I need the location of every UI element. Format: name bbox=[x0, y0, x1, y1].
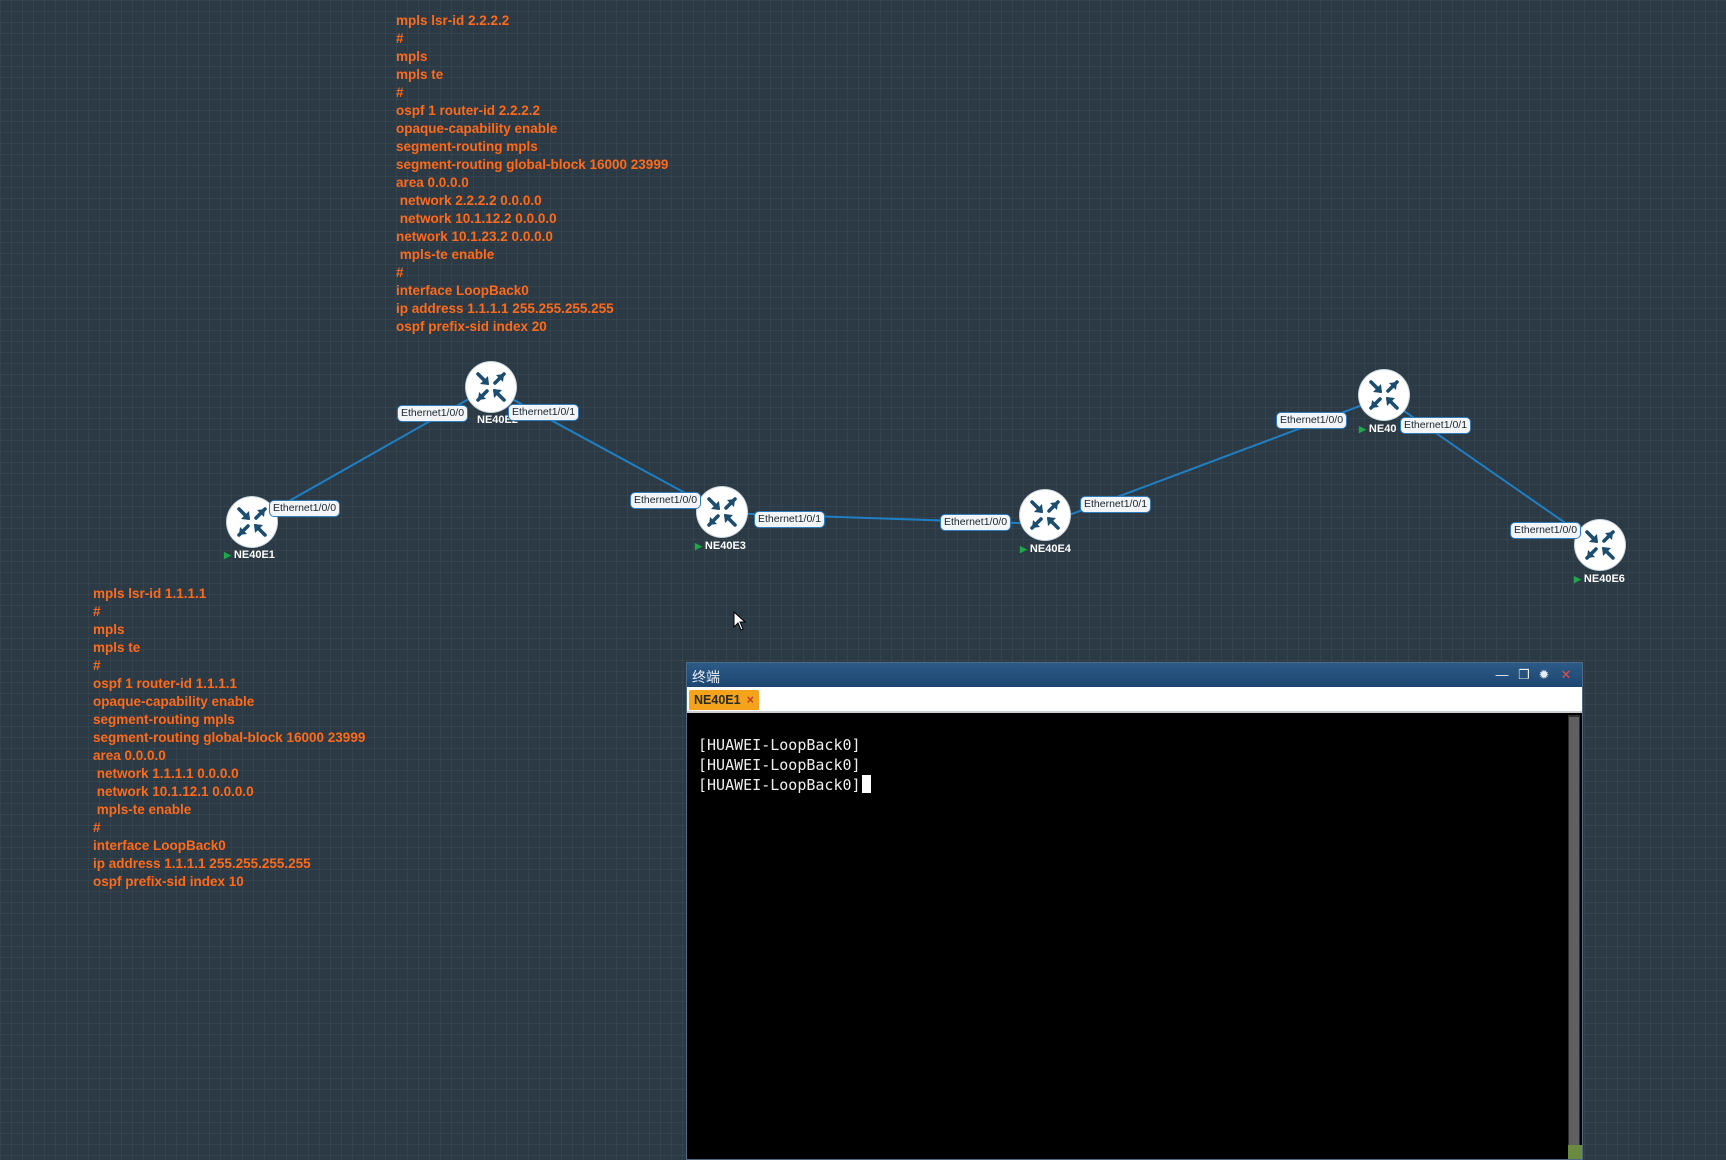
router-icon bbox=[476, 372, 506, 402]
terminal-scrollbar[interactable] bbox=[1568, 715, 1580, 1157]
config-line: interface LoopBack0 bbox=[396, 283, 529, 298]
device-name: NE40E2 bbox=[477, 414, 518, 426]
settings-icon[interactable]: ✹ bbox=[1538, 667, 1550, 682]
router-ne40e5[interactable] bbox=[1359, 370, 1409, 420]
config-line: # bbox=[396, 85, 404, 100]
config-line: # bbox=[93, 658, 101, 673]
terminal-window[interactable]: 终端 — ❐ ✹ ✕ NE40E1 × [HUAWEI-LoopBack0] [H… bbox=[686, 662, 1583, 1160]
minimize-icon[interactable]: — bbox=[1495, 667, 1509, 682]
terminal-tabbar: NE40E1 × bbox=[687, 687, 1582, 713]
device-label-ne40e5[interactable]: ▶NE40 bbox=[1359, 423, 1396, 435]
device-label-ne40e4[interactable]: ▶NE40E4 bbox=[1020, 543, 1071, 555]
running-icon: ▶ bbox=[1359, 424, 1366, 434]
config-line: ospf 1 router-id 2.2.2.2 bbox=[396, 103, 541, 118]
config-line: mpls te bbox=[93, 640, 141, 655]
config-line: mpls bbox=[93, 622, 125, 637]
port-label-e2-eth1[interactable]: Ethernet1/0/1 bbox=[508, 404, 580, 421]
config-line: segment-routing mpls bbox=[93, 712, 235, 727]
router-icon bbox=[707, 497, 737, 527]
device-name: NE40E6 bbox=[1583, 573, 1625, 585]
config-line: network 10.1.12.2 0.0.0.0 bbox=[396, 211, 557, 226]
device-name: NE40E1 bbox=[233, 549, 275, 561]
device-label-ne40e2[interactable]: NE40E2 bbox=[477, 414, 518, 426]
config-line: # bbox=[93, 820, 101, 835]
config-line: ip address 1.1.1.1 255.255.255.255 bbox=[93, 856, 311, 871]
router-ne40e2[interactable] bbox=[466, 362, 516, 412]
device-name: NE40E3 bbox=[704, 540, 746, 552]
config-line: network 10.1.23.2 0.0.0.0 bbox=[396, 229, 553, 244]
tab-ne40e1[interactable]: NE40E1 × bbox=[689, 690, 759, 710]
scrollbar-thumb[interactable] bbox=[1569, 717, 1579, 1155]
config-line: mpls bbox=[396, 49, 428, 64]
config-line: # bbox=[93, 604, 101, 619]
config-line: opaque-capability enable bbox=[396, 121, 558, 136]
config-line: mpls-te enable bbox=[93, 802, 192, 817]
config-line: ospf prefix-sid index 10 bbox=[93, 874, 244, 889]
config-line: network 1.1.1.1 0.0.0.0 bbox=[93, 766, 239, 781]
config-line: interface LoopBack0 bbox=[93, 838, 226, 853]
config-line: network 2.2.2.2 0.0.0.0 bbox=[396, 193, 542, 208]
router-icon bbox=[1369, 380, 1399, 410]
restore-icon[interactable]: ❐ bbox=[1518, 667, 1530, 682]
config-line: area 0.0.0.0 bbox=[396, 175, 469, 190]
router-icon bbox=[1585, 530, 1615, 560]
router-ne40e4[interactable] bbox=[1020, 490, 1070, 540]
terminal-line: [HUAWEI-LoopBack0] bbox=[698, 756, 861, 774]
device-label-ne40e6[interactable]: ▶NE40E6 bbox=[1574, 573, 1625, 585]
terminal-line: [HUAWEI-LoopBack0] bbox=[698, 736, 861, 754]
router-ne40e3[interactable] bbox=[697, 487, 747, 537]
config-line: segment-routing mpls bbox=[396, 139, 538, 154]
port-label-e4-eth0[interactable]: Ethernet1/0/0 bbox=[940, 514, 1012, 531]
running-icon: ▶ bbox=[1574, 574, 1581, 584]
config-line: # bbox=[396, 265, 404, 280]
config-line: ospf prefix-sid index 20 bbox=[396, 319, 547, 334]
port-label-e3-eth0[interactable]: Ethernet1/0/0 bbox=[630, 492, 702, 509]
running-icon: ▶ bbox=[224, 550, 231, 560]
running-icon: ▶ bbox=[1020, 544, 1027, 554]
device-label-ne40e1[interactable]: ▶NE40E1 bbox=[224, 549, 275, 561]
port-label-e3-eth1[interactable]: Ethernet1/0/1 bbox=[754, 511, 826, 528]
terminal-line: [HUAWEI-LoopBack0] bbox=[698, 775, 1564, 795]
router-icon bbox=[237, 507, 267, 537]
device-name: NE40 bbox=[1368, 423, 1397, 435]
config-line: mpls te bbox=[396, 67, 444, 82]
config-line: # bbox=[396, 31, 404, 46]
config-line: segment-routing global-block 16000 23999 bbox=[396, 157, 669, 172]
router-ne40e6[interactable] bbox=[1575, 520, 1625, 570]
tab-close-icon[interactable]: × bbox=[746, 693, 754, 707]
terminal-title: 终端 bbox=[692, 670, 720, 686]
device-name: NE40E4 bbox=[1029, 543, 1071, 555]
router-icon bbox=[1030, 500, 1060, 530]
config-line: ospf 1 router-id 1.1.1.1 bbox=[93, 676, 238, 691]
port-label-e5-eth0[interactable]: Ethernet1/0/0 bbox=[1276, 412, 1348, 429]
config-line: network 10.1.12.1 0.0.0.0 bbox=[93, 784, 254, 799]
resize-grip-icon[interactable] bbox=[1568, 1145, 1582, 1159]
running-icon: ▶ bbox=[695, 541, 702, 551]
terminal-output[interactable]: [HUAWEI-LoopBack0] [HUAWEI-LoopBack0] [H… bbox=[689, 715, 1564, 1157]
config-line: mpls lsr-id 1.1.1.1 bbox=[93, 586, 207, 601]
port-label-e4-eth1[interactable]: Ethernet1/0/1 bbox=[1080, 496, 1152, 513]
terminal-titlebar[interactable]: 终端 — ❐ ✹ ✕ bbox=[687, 663, 1582, 687]
text-cursor bbox=[861, 775, 871, 793]
config-note-ne40e2[interactable]: mpls lsr-id 2.2.2.2 # mpls mpls te # osp… bbox=[396, 12, 668, 336]
mouse-pointer-icon bbox=[733, 611, 747, 631]
tab-label: NE40E1 bbox=[694, 693, 741, 707]
port-label-e5-eth1[interactable]: Ethernet1/0/1 bbox=[1400, 417, 1472, 434]
device-label-ne40e3[interactable]: ▶NE40E3 bbox=[695, 540, 746, 552]
config-note-ne40e1[interactable]: mpls lsr-id 1.1.1.1 # mpls mpls te # osp… bbox=[93, 585, 365, 891]
close-icon[interactable]: ✕ bbox=[1560, 667, 1572, 682]
port-label-e1-eth0[interactable]: Ethernet1/0/0 bbox=[269, 500, 341, 517]
port-label-e6-eth0[interactable]: Ethernet1/0/0 bbox=[1510, 522, 1582, 539]
config-line: segment-routing global-block 16000 23999 bbox=[93, 730, 366, 745]
config-line: area 0.0.0.0 bbox=[93, 748, 166, 763]
router-ne40e1[interactable] bbox=[227, 497, 277, 547]
config-line: ip address 1.1.1.1 255.255.255.255 bbox=[396, 301, 614, 316]
config-line: opaque-capability enable bbox=[93, 694, 255, 709]
config-line: mpls lsr-id 2.2.2.2 bbox=[396, 13, 510, 28]
port-label-e2-eth0[interactable]: Ethernet1/0/0 bbox=[397, 405, 469, 422]
config-line: mpls-te enable bbox=[396, 247, 495, 262]
